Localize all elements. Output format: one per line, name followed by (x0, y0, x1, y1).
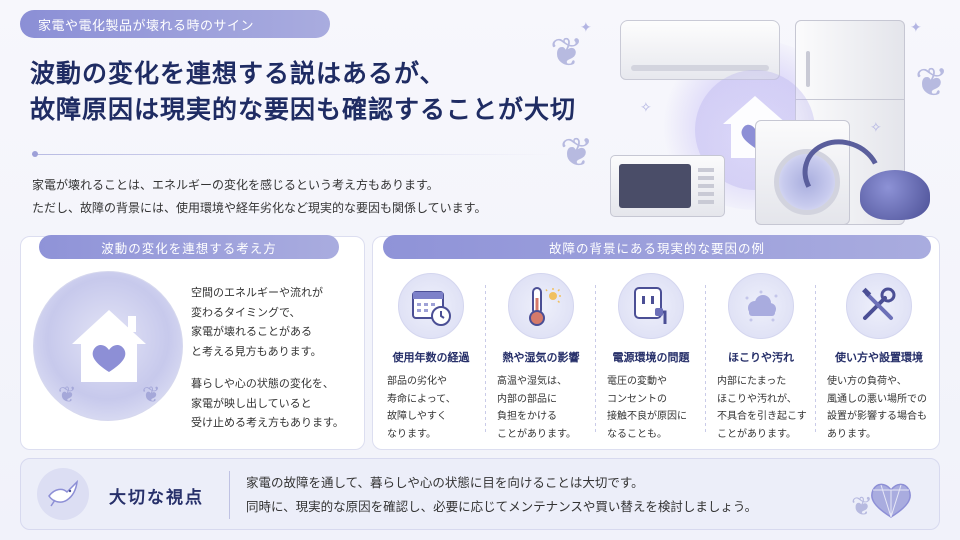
text-line: 内部にたまった (717, 376, 787, 387)
vacuum-cleaner-icon (860, 170, 930, 220)
text-line: 接触不良が原因に (607, 411, 687, 422)
factor-divider (595, 285, 596, 435)
text-line: 不具合を引き起こす (717, 411, 807, 422)
left-paragraph-2: 暮らしや心の状態の変化を、 家電が映し出していると 受け止める考え方もあります。 (191, 374, 361, 433)
text-line: 高温や湿気は、 (497, 376, 567, 387)
text-line: 暮らしや心の状態の変化を、 (191, 377, 334, 390)
intro-line-1: 家電が壊れることは、エネルギーの変化を感じるという考え方もあります。 (32, 178, 439, 192)
title-line-2: 故障原因は現実的な要因も確認することが大切 (30, 95, 577, 124)
text-line: 変わるタイミングで、 (191, 305, 301, 319)
text-line: 設置が影響する場合も (827, 411, 927, 422)
factor-title: 電源環境の問題 (612, 351, 690, 364)
banner-text: 家電の故障を通して、暮らしや心の状態に目を向けることは大切です。 同時に、現実的… (246, 471, 757, 519)
factor-body: 使い方の負荷や、 風通しの悪い場所での 設置が影響する場合も あります。 (819, 373, 939, 443)
factor-body: 部品の劣化や 寿命によって、 故障しやすく なります。 (379, 373, 483, 443)
factor-item: 熱や湿気の影響 高温や湿気は、 内部の部品に 負担をかける ことがあります。 (489, 273, 593, 443)
right-panel: 故障の背景にある現実的な要因の例 使用年数の経過 部品の劣化や 寿命によって、 … (372, 235, 940, 450)
factor-body: 高温や湿気は、 内部の部品に 負担をかける ことがあります。 (489, 373, 593, 443)
sparkle-icon: ✧ (870, 120, 882, 136)
factor-title: 熱や湿気の影響 (502, 351, 580, 364)
text-line: 家電が映し出していると (191, 396, 312, 410)
washing-machine-icon (755, 120, 850, 225)
microwave-icon (610, 155, 725, 217)
text-line: 部品の劣化や (387, 376, 447, 387)
title-line-1: 波動の変化を連想する説はあるが、 (30, 59, 446, 88)
text-line: コンセントの (607, 393, 667, 405)
intro-text: 家電が壊れることは、エネルギーの変化を感じるという考え方もあります。 ただし、故… (32, 174, 486, 220)
svg-text:❦: ❦ (58, 383, 76, 408)
text-line: ことがあります。 (497, 428, 576, 440)
left-panel-title: 波動の変化を連想する考え方 (39, 235, 339, 259)
text-line: 風通しの悪い場所での (827, 393, 927, 405)
text-line: と考える見方もあります。 (191, 344, 322, 358)
factor-item: ほこりや汚れ 内部にたまった ほこりや汚れが、 不具合を引き起こす ことがありま… (709, 273, 813, 443)
left-panel-text: 空間のエネルギーや流れが 変わるタイミングで、 家電が壊れることがある と考える… (191, 283, 361, 446)
text-line: なることも。 (607, 428, 667, 440)
factor-divider (485, 285, 486, 435)
factor-item: 使用年数の経過 部品の劣化や 寿命によって、 故障しやすく なります。 (379, 273, 483, 443)
factor-title: 使い方や設置環境 (835, 351, 923, 364)
intro-line-2: ただし、故障の背景には、使用環境や経年劣化など現実的な要因も関係しています。 (32, 201, 487, 215)
text-line: ことがあります。 (717, 428, 796, 440)
factor-title: ほこりや汚れ (728, 351, 794, 364)
banner-line-2: 同時に、現実的な原因を確認し、必要に応じてメンテナンスや買い替えを検討しましょう… (246, 499, 758, 514)
right-panel-title: 故障の背景にある現実的な要因の例 (383, 235, 931, 259)
text-line: 寿命によって、 (387, 393, 456, 405)
crystal-heart-icon: ❦ (851, 465, 921, 525)
calendar-clock-icon (398, 273, 464, 339)
text-line: なります。 (387, 428, 436, 440)
text-line: ほこりや汚れが、 (717, 393, 797, 405)
factor-item: 電源環境の問題 電圧の変動や コンセントの 接触不良が原因に なることも。 (599, 273, 703, 443)
factor-body: 内部にたまった ほこりや汚れが、 不具合を引き起こす ことがあります。 (709, 373, 813, 443)
text-line: 故障しやすく (387, 411, 447, 422)
power-outlet-icon (618, 273, 684, 339)
dove-icon (37, 468, 89, 520)
text-line: あります。 (827, 428, 876, 440)
banner-line-1: 家電の故障を通して、暮らしや心の状態に目を向けることは大切です。 (246, 475, 644, 490)
factor-title: 使用年数の経過 (392, 351, 470, 364)
important-point-banner: 大切な視点 家電の故障を通して、暮らしや心の状態に目を向けることは大切です。 同… (20, 458, 940, 530)
house-heart-icon: ❦ ❦ (33, 271, 183, 421)
text-line: 負担をかける (497, 411, 557, 422)
left-panel: 波動の変化を連想する考え方 ❦ ❦ 空間のエネルギーや流れが 変わるタイミングで… (20, 235, 365, 450)
text-line: 内部の部品に (497, 393, 557, 405)
text-line: 電圧の変動や (607, 376, 667, 387)
factor-divider (815, 285, 816, 435)
air-conditioner-icon (620, 20, 780, 80)
header-tag: 家電や電化製品が壊れる時のサイン (20, 10, 330, 38)
leaf-icon: ❦ (550, 30, 584, 76)
leaf-icon: ❦ (560, 130, 594, 176)
left-paragraph-1: 空間のエネルギーや流れが 変わるタイミングで、 家電が壊れることがある と考える… (191, 283, 361, 361)
svg-text:❦: ❦ (142, 383, 160, 408)
sparkle-icon: ✦ (910, 20, 922, 36)
factor-item: 使い方や設置環境 使い方の負荷や、 風通しの悪い場所での 設置が影響する場合も … (819, 273, 939, 443)
tools-icon (846, 273, 912, 339)
leaf-icon: ❦ (915, 60, 949, 106)
dust-cloud-icon (728, 273, 794, 339)
text-line: 受け止める考え方もあります。 (191, 416, 344, 429)
text-line: 使い方の負荷や、 (827, 376, 907, 387)
page-title: 波動の変化を連想する説はあるが、 故障原因は現実的な要因も確認することが大切 (30, 56, 576, 128)
banner-title: 大切な視点 (109, 488, 204, 508)
text-line: 空間のエネルギーや流れが (191, 286, 323, 299)
appliances-illustration: ❦ ❦ ❦ ✦ ✦ ✧ ✧ (540, 0, 960, 240)
banner-divider (229, 471, 230, 519)
title-divider (32, 151, 552, 157)
svg-text:❦: ❦ (851, 492, 873, 522)
text-line: 家電が壊れることがある (191, 325, 312, 338)
factor-divider (705, 285, 706, 435)
sparkle-icon: ✧ (640, 100, 652, 116)
thermometer-sun-icon (508, 273, 574, 339)
factor-body: 電圧の変動や コンセントの 接触不良が原因に なることも。 (599, 373, 703, 443)
sparkle-icon: ✦ (580, 20, 592, 36)
